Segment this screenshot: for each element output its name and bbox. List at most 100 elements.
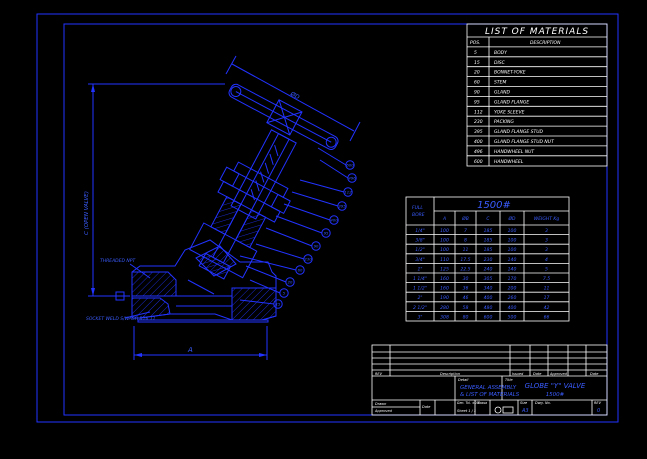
materials-row-desc: GLAND FLANGE STUD bbox=[494, 129, 544, 135]
materials-row-desc: DISC bbox=[494, 60, 506, 66]
materials-row-desc: GLAND FLANGE STUD NUT bbox=[494, 139, 555, 145]
materials-title: LIST OF MATERIALS bbox=[485, 27, 589, 37]
materials-header-pos: POS. bbox=[470, 40, 481, 46]
tb-approved-label: Approved bbox=[374, 409, 393, 413]
tb-drawn: Drawn bbox=[375, 402, 386, 406]
callout-balloon bbox=[337, 201, 347, 211]
dimensions-cell: 66 bbox=[544, 314, 550, 320]
callout-balloon bbox=[273, 299, 283, 309]
callout-balloon bbox=[321, 228, 331, 238]
tb-detail-line2: & LIST OF MATERIALS bbox=[460, 392, 520, 398]
callout-number: 95 bbox=[324, 231, 329, 236]
projection-symbol-icon bbox=[494, 406, 514, 414]
dimensions-cell: 400 bbox=[508, 305, 517, 311]
materials-row-pos: 90 bbox=[474, 90, 480, 96]
dimensions-cell: 58 bbox=[463, 305, 469, 311]
materials-row-desc: PACKING bbox=[494, 119, 514, 125]
outer-border bbox=[36, 13, 619, 423]
dimensions-cell: 3/8" bbox=[415, 238, 425, 244]
dimensions-cell: 22.5 bbox=[460, 266, 470, 272]
dimensions-cell: 260 bbox=[508, 295, 517, 301]
dimensions-cell: 308 bbox=[440, 314, 449, 320]
dimensions-cell: 100 bbox=[440, 238, 449, 244]
dimensions-cell: 3 bbox=[545, 247, 548, 253]
dimensions-cell: 30 bbox=[463, 276, 469, 282]
dimensions-cell: 8 bbox=[464, 238, 467, 244]
dimensions-cell: 280 bbox=[440, 305, 449, 311]
note-threaded: THREADED NPT bbox=[100, 258, 136, 264]
valve-assembly: C (OPEN VALVE) ØD bbox=[84, 55, 361, 360]
dimensions-header-cell: A bbox=[442, 216, 446, 222]
tb-mass: Massa bbox=[477, 401, 487, 405]
dimensions-cell: 110 bbox=[440, 257, 449, 263]
materials-row-pos: 15 bbox=[474, 60, 480, 66]
materials-row-desc: STEM bbox=[494, 80, 506, 86]
dimensions-cell: 3 bbox=[545, 238, 548, 244]
dimensions-cell: 3" bbox=[417, 314, 422, 320]
callout-number: 496 bbox=[348, 176, 356, 181]
dimensions-header-cell: ØD bbox=[507, 215, 516, 222]
dimensions-cell: 1 1/2" bbox=[413, 286, 427, 292]
callout-balloon bbox=[343, 187, 353, 197]
callout-balloon bbox=[285, 277, 295, 287]
callout-balloon bbox=[279, 288, 289, 298]
tb-gen-tol: Gen. Tol. ±0.5 bbox=[457, 401, 480, 405]
dimensions-cell: 100 bbox=[440, 247, 449, 253]
dimensions-cell: 2" bbox=[417, 295, 422, 301]
callout-balloon bbox=[329, 215, 339, 225]
dimensions-cell: 170 bbox=[508, 276, 517, 282]
materials-row-pos: 600 bbox=[474, 159, 483, 165]
materials-row-pos: 5 bbox=[474, 50, 477, 56]
dimensions-cell: 1" bbox=[417, 266, 422, 272]
dimensions-cell: 480 bbox=[484, 305, 493, 311]
materials-row-pos: 496 bbox=[474, 149, 483, 155]
dimensions-header-bore: BORE bbox=[412, 212, 425, 218]
dimensions-cell: 3/4" bbox=[415, 257, 425, 263]
dimensions-cell: 185 bbox=[484, 228, 493, 234]
callout-number: 600 bbox=[346, 163, 354, 168]
materials-row-desc: YOKE SLEEVE bbox=[494, 109, 525, 115]
callout-number: 400 bbox=[330, 218, 338, 223]
tb-size: A3 bbox=[521, 408, 529, 414]
dimensions-cell: 46 bbox=[463, 295, 469, 301]
callout-balloon bbox=[345, 160, 355, 170]
tb-rev: REV bbox=[375, 372, 383, 376]
dimensions-cell: 80 bbox=[463, 314, 469, 320]
materials-row-desc: GLAND bbox=[494, 90, 510, 96]
callout-number: 90 bbox=[314, 244, 319, 249]
dimensions-cell: 42 bbox=[544, 305, 550, 311]
tb-detail-label: Detail bbox=[458, 378, 468, 382]
callout-balloon bbox=[347, 173, 357, 183]
dimensions-cell: 17.5 bbox=[460, 257, 470, 263]
dimensions-cell: 185 bbox=[484, 247, 493, 253]
materials-row-desc: GLAND FLANGE bbox=[494, 99, 529, 105]
dimensions-cell: 17 bbox=[544, 295, 550, 301]
dimensions-cell: 140 bbox=[508, 257, 517, 263]
materials-row-desc: BODY bbox=[494, 50, 508, 56]
title-block: REV Description Issued Date Approved Dat… bbox=[371, 344, 608, 416]
dimensions-cell: 190 bbox=[440, 295, 449, 301]
dim-a-label: A bbox=[187, 346, 193, 354]
tb-title-line1: GLOBE "Y" VALVE bbox=[525, 382, 586, 390]
materials-row-pos: 400 bbox=[474, 139, 483, 145]
tb-sheet: Sheet 1 / 1 bbox=[457, 409, 476, 413]
dimensions-cell: 1/4" bbox=[415, 228, 425, 234]
dimensions-cell: 185 bbox=[484, 238, 493, 244]
tb-title-line2: 1500# bbox=[546, 392, 565, 398]
dimensions-cell: 340 bbox=[484, 286, 493, 292]
callout-number: 395 bbox=[338, 204, 346, 209]
tb-size-label: Size bbox=[520, 401, 527, 405]
callout-number: 15 bbox=[276, 302, 281, 307]
dimensions-cell: 3 bbox=[545, 228, 548, 234]
materials-row-pos: 112 bbox=[474, 109, 483, 115]
dimensions-cell: 11 bbox=[463, 247, 469, 253]
dimensions-cell: 36 bbox=[463, 286, 469, 292]
dimensions-header-cell: WEIGHT Kg bbox=[534, 216, 560, 222]
dimensions-cell: 7.5 bbox=[543, 276, 550, 282]
materials-row-pos: 95 bbox=[474, 99, 480, 105]
tb-issued: Issued bbox=[512, 372, 524, 376]
dimensions-cell: 4 bbox=[545, 257, 548, 263]
callout-number: 60 bbox=[298, 268, 303, 273]
dimensions-cell: 400 bbox=[484, 295, 493, 301]
